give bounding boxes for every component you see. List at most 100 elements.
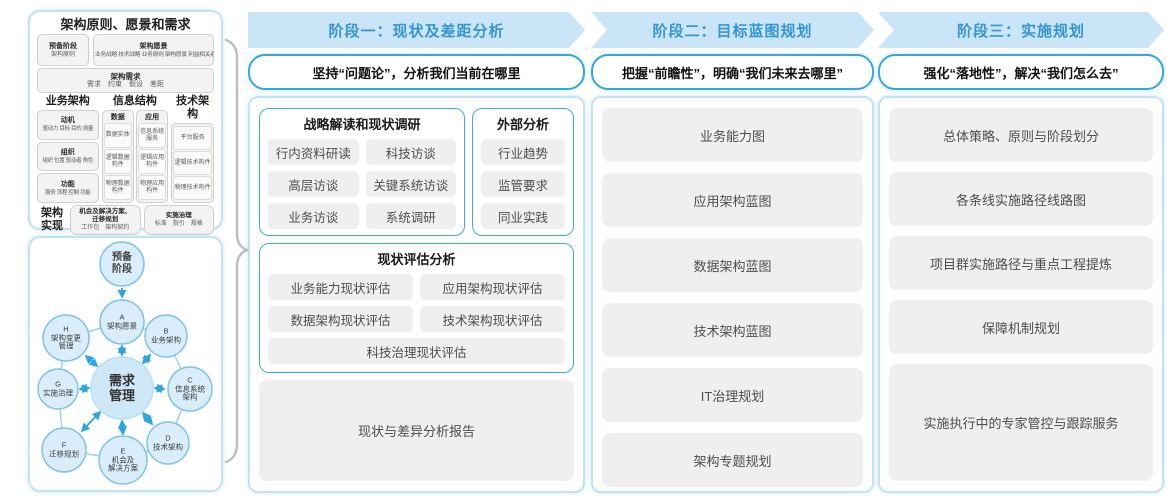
survey-item: 系统调研 [365, 203, 456, 229]
survey-item: 关键系统访谈 [365, 171, 456, 197]
phase1-top-row: 战略解读和现状调研 行内资料研读 科技访谈 高层访谈 关键系统访谈 业务访谈 系… [259, 108, 574, 236]
phase-a-circle [99, 299, 145, 345]
arch-vision-title: 架构愿景 [139, 42, 168, 50]
external-item: 监管要求 [481, 171, 565, 197]
business-architecture-column: 业务架构 动机 驱动力 目标 目的 测量 组织 组织 位置 驱动者 角色 功能 … [37, 95, 99, 204]
application-column-title: 应用 [145, 114, 160, 121]
motivation-title: 动机 [60, 117, 75, 125]
information-structure-column: 信息结构 数据 数据实体 逻辑数据构件 物理数据构件 应用 信息系统服务 逻辑应… [101, 95, 169, 203]
data-item: 数据实体 [103, 123, 132, 148]
phase3-item: 保障机制规划 [889, 300, 1153, 354]
data-column: 数据 数据实体 逻辑数据构件 物理数据构件 [101, 110, 134, 203]
prep-phase-box: 预备阶段 架构原则 [37, 34, 89, 66]
phase3-banner: 阶段三：实施规划 [878, 12, 1164, 48]
architecture-domains-row: 业务架构 动机 驱动力 目标 目的 测量 组织 组织 位置 驱动者 角色 功能 … [37, 95, 214, 204]
brace-connector [224, 38, 250, 464]
technology-item: 逻辑技术构件 [173, 151, 212, 175]
phase3-subtitle: 强化“落地性”，解决“我们怎么去” [878, 54, 1164, 90]
application-column: 应用 信息系统服务 逻辑应用构件 物理应用构件 [135, 110, 169, 203]
arch-requirements-title: 架构需求 [110, 72, 141, 81]
phase-e-circle [98, 435, 148, 485]
gap-analysis-report-box: 现状与差异分析报告 [259, 380, 574, 481]
organization-sub: 组织 位置 驱动者 角色 [42, 158, 94, 164]
arch-requirements-sub: 需求 约束 假设 差距 [87, 81, 164, 88]
prep-vision-row: 预备阶段 架构原则 架构愿景 业务战略 技术战略 业务原则 架构愿景 利益相关者 [37, 34, 214, 66]
architecture-implementation-row: 架构 实现 机会及解决方案、 迁移规划 工作包 架构契约 实施治理 标准 指引 … [37, 205, 214, 235]
assessment-grid: 业务能力现状评估 应用架构现状评估 数据架构现状评估 技术架构现状评估 科技治理… [268, 274, 565, 364]
assessment-box: 现状评估分析 业务能力现状评估 应用架构现状评估 数据架构现状评估 技术架构现状… [259, 243, 574, 373]
application-item: 逻辑应用构件 [137, 149, 167, 174]
assessment-item: 科技治理现状评估 [268, 338, 565, 364]
organization-title: 组织 [60, 149, 75, 156]
function-title: 功能 [60, 180, 75, 188]
phase-d-circle [146, 421, 190, 465]
data-item: 逻辑数据构件 [103, 149, 132, 174]
phase2-item: 架构专题规划 [602, 433, 863, 487]
technology-architecture-column: 技术架构 平台服务 逻辑技术构件 物理技术构件 [171, 95, 214, 203]
opportunities-migration-title: 机会及解决方案、 迁移规划 [79, 208, 132, 223]
assessment-item: 数据架构现状评估 [268, 306, 413, 332]
phase-f-circle [41, 427, 87, 473]
phase-h-circle [42, 314, 90, 362]
phase1-content: 战略解读和现状调研 行内资料研读 科技访谈 高层访谈 关键系统访谈 业务访谈 系… [248, 96, 585, 493]
data-item: 物理数据构件 [103, 175, 132, 200]
external-item: 行业趋势 [481, 139, 565, 165]
phase2-item: 业务能力图 [602, 108, 863, 162]
prep-circle [99, 241, 145, 287]
survey-item: 业务访谈 [268, 203, 359, 229]
phase2-column: 阶段二：目标蓝图规划 把握“前瞻性”，明确“我们未来去哪里” 业务能力图 应用架… [591, 0, 874, 499]
arch-vision-sub: 业务战略 技术战略 业务原则 架构愿景 利益相关者 [95, 51, 214, 58]
survey-item: 高层访谈 [268, 171, 359, 197]
arch-vision-box: 架构愿景 业务战略 技术战略 业务原则 架构愿景 利益相关者 [93, 34, 214, 66]
phase1-subtitle: 坚持“问题论”，分析我们当前在哪里 [248, 54, 585, 90]
opportunities-migration-box: 机会及解决方案、 迁移规划 工作包 架构契约 [70, 205, 141, 235]
implementation-governance-title: 实施治理 [165, 212, 192, 219]
assessment-item: 应用架构现状评估 [420, 274, 565, 300]
motivation-box: 动机 驱动力 目标 目的 测量 [37, 110, 99, 140]
prep-phase-title: 预备阶段 [49, 42, 77, 50]
phase1-banner: 阶段一：现状及差距分析 [248, 12, 585, 48]
phase-b-circle [144, 314, 188, 358]
external-item: 同业实践 [481, 203, 565, 229]
assessment-item: 技术架构现状评估 [420, 306, 565, 332]
framework-panel-title: 架构原则、愿景和需求 [60, 17, 191, 32]
phase3-item: 项目群实施路径与重点工程提炼 [889, 236, 1153, 290]
architecture-framework-panel: 架构原则、愿景和需求 预备阶段 架构原则 架构愿景 业务战略 技术战略 业务原则… [28, 10, 223, 235]
adm-arrows [78, 288, 166, 436]
business-architecture-title: 业务架构 [45, 95, 90, 107]
strategy-survey-grid: 行内资料研读 科技访谈 高层访谈 关键系统访谈 业务访谈 系统调研 [268, 139, 456, 229]
survey-item: 科技访谈 [365, 139, 456, 165]
technology-box: 平台服务 逻辑技术构件 物理技术构件 [171, 123, 214, 203]
external-analysis-box: 外部分析 行业趋势 监管要求 同业实践 [472, 108, 574, 236]
application-item: 物理应用构件 [137, 175, 167, 200]
technology-item: 平台服务 [173, 126, 212, 150]
architecture-implementation-label: 架构 实现 [41, 207, 63, 232]
implementation-governance-box: 实施治理 标准 指引 规格 [143, 205, 214, 235]
implementation-governance-sub: 标准 指引 规格 [154, 221, 203, 227]
strategy-survey-box: 战略解读和现状调研 行内资料研读 科技访谈 高层访谈 关键系统访谈 业务访谈 系… [259, 108, 465, 236]
phase2-item: 技术架构蓝图 [602, 303, 863, 357]
adm-circles [37, 241, 213, 485]
opportunities-migration-sub: 工作包 架构契约 [81, 225, 130, 231]
assessment-title: 现状评估分析 [377, 252, 456, 267]
phase3-item: 各条线实施路径线路图 [889, 172, 1153, 226]
organization-box: 组织 组织 位置 驱动者 角色 [37, 141, 99, 172]
phase3-item: 实施执行中的专家管控与跟踪服务 [889, 364, 1153, 481]
data-column-title: 数据 [110, 114, 125, 121]
phase2-banner: 阶段二：目标蓝图规划 [591, 12, 874, 48]
phase-g-circle [37, 368, 79, 410]
motivation-sub: 驱动力 目标 目的 测量 [42, 126, 94, 133]
phase2-item: IT治理规划 [602, 368, 863, 422]
external-analysis-title: 外部分析 [496, 117, 549, 132]
information-columns: 数据 数据实体 逻辑数据构件 物理数据构件 应用 信息系统服务 逻辑应用构件 物… [101, 110, 169, 203]
phase-c-circle [167, 366, 213, 412]
phase2-item: 应用架构蓝图 [602, 173, 863, 227]
external-analysis-grid: 行业趋势 监管要求 同业实践 [481, 139, 565, 229]
adm-cycle-graphic [37, 241, 213, 485]
phase2-item: 数据架构蓝图 [602, 238, 863, 292]
requirements-center-circle [90, 356, 154, 420]
phase3-column: 阶段三：实施规划 强化“落地性”，解决“我们怎么去” 总体策略、原则与阶段划分 … [878, 0, 1164, 499]
phase3-item: 总体策略、原则与阶段划分 [889, 108, 1153, 162]
assessment-item: 业务能力现状评估 [268, 274, 413, 300]
